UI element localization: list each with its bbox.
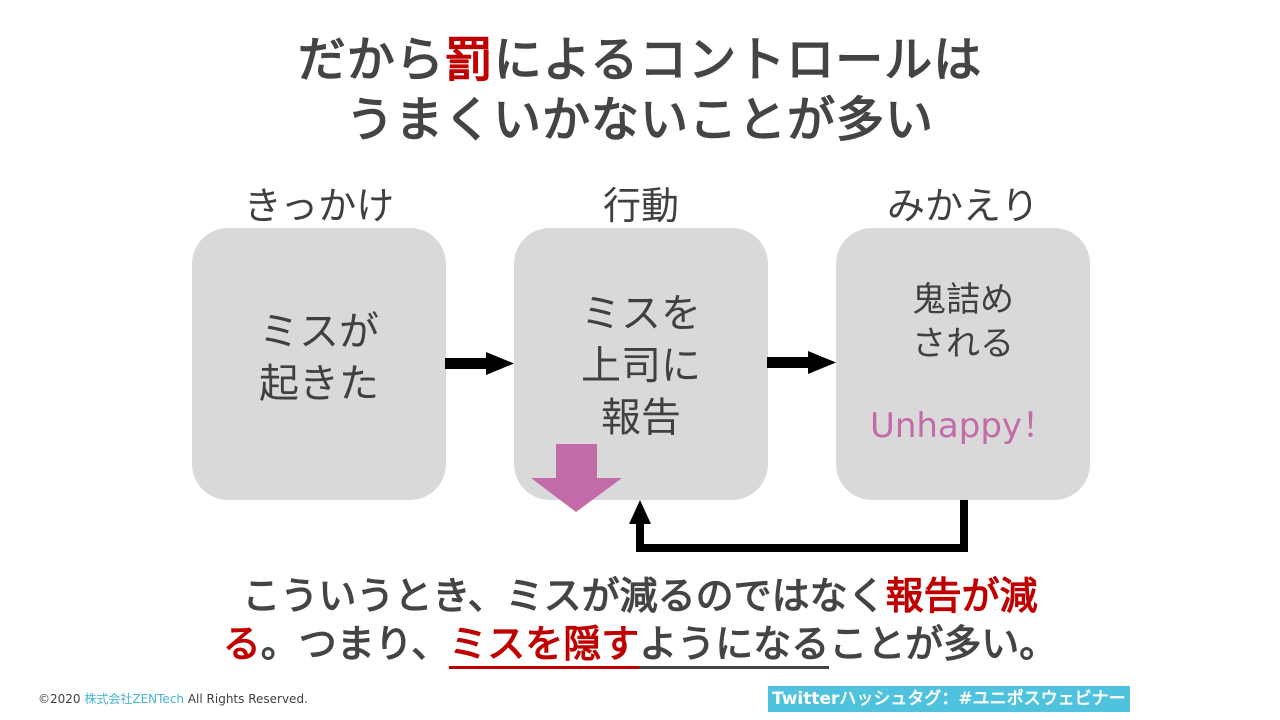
twitter-hashtag-badge: Twitterハッシュタグ：#ユニポスウェビナー: [768, 686, 1130, 712]
trigger-box: ミスが 起きた: [192, 228, 446, 500]
behavior-box: ミスを 上司に 報告: [514, 228, 768, 500]
text-line: ミスを: [581, 291, 701, 337]
unhappy-label: Unhappy！: [869, 406, 1057, 446]
stage-label-trigger: きっかけ: [243, 184, 395, 228]
arrow-behavior-to-consequence: [767, 351, 836, 374]
slide-title: だから罰によるコントロールは うまくいかないことが多い: [0, 30, 1280, 150]
trigger-text: ミスが 起きた: [259, 306, 379, 410]
title-line-1: だから罰によるコントロールは: [0, 30, 1280, 90]
summary-hide-mistakes: ミスを隠す: [449, 622, 640, 669]
text-line: 鬼詰め: [912, 280, 1014, 320]
text-line: 起きた: [259, 361, 379, 407]
consequence-text: 鬼詰め される: [912, 278, 1014, 366]
summary-text-part: こういうとき、ミスが減るのではなく: [242, 574, 886, 618]
behavior-text: ミスを 上司に 報告: [581, 288, 701, 444]
summary-line-2: る。つまり、ミスを隠すようになることが多い。: [0, 620, 1280, 669]
title-line-2: うまくいかないことが多い: [345, 92, 934, 148]
summary-underlined: ようになる: [639, 622, 830, 669]
summary-line-1: こういうとき、ミスが減るのではなく報告が減: [0, 572, 1280, 620]
summary-text-part: 。つまり、: [260, 622, 450, 666]
title-text: によるコントロールは: [493, 32, 983, 88]
summary-accent: 報告が減: [885, 574, 1038, 618]
summary-accent: る: [222, 622, 261, 666]
copyright: ©2020 株式会社ZENTech All Rights Reserved.: [38, 690, 308, 707]
rights-text: All Rights Reserved.: [184, 692, 308, 706]
stage-label-behavior: 行動: [602, 184, 679, 228]
summary-text-part: ことが多い。: [829, 622, 1058, 666]
text-line: ミスが: [259, 309, 379, 355]
arrow-trigger-to-behavior: [445, 352, 514, 375]
title-text: だから: [297, 32, 445, 88]
title-accent-word: 罰: [444, 32, 494, 88]
consequence-box: 鬼詰め される Unhappy！: [836, 228, 1090, 500]
text-line: 上司に: [581, 343, 701, 389]
text-line: 報告: [601, 395, 681, 441]
summary-text: こういうとき、ミスが減るのではなく報告が減 る。つまり、ミスを隠すようになること…: [0, 572, 1280, 669]
copyright-year: ©2020: [38, 692, 85, 706]
feedback-loop-arrow: [629, 500, 968, 552]
company-name: 株式会社ZENTech: [84, 692, 185, 706]
stage-label-consequence: みかえり: [886, 184, 1039, 228]
text-line: される: [912, 324, 1014, 364]
